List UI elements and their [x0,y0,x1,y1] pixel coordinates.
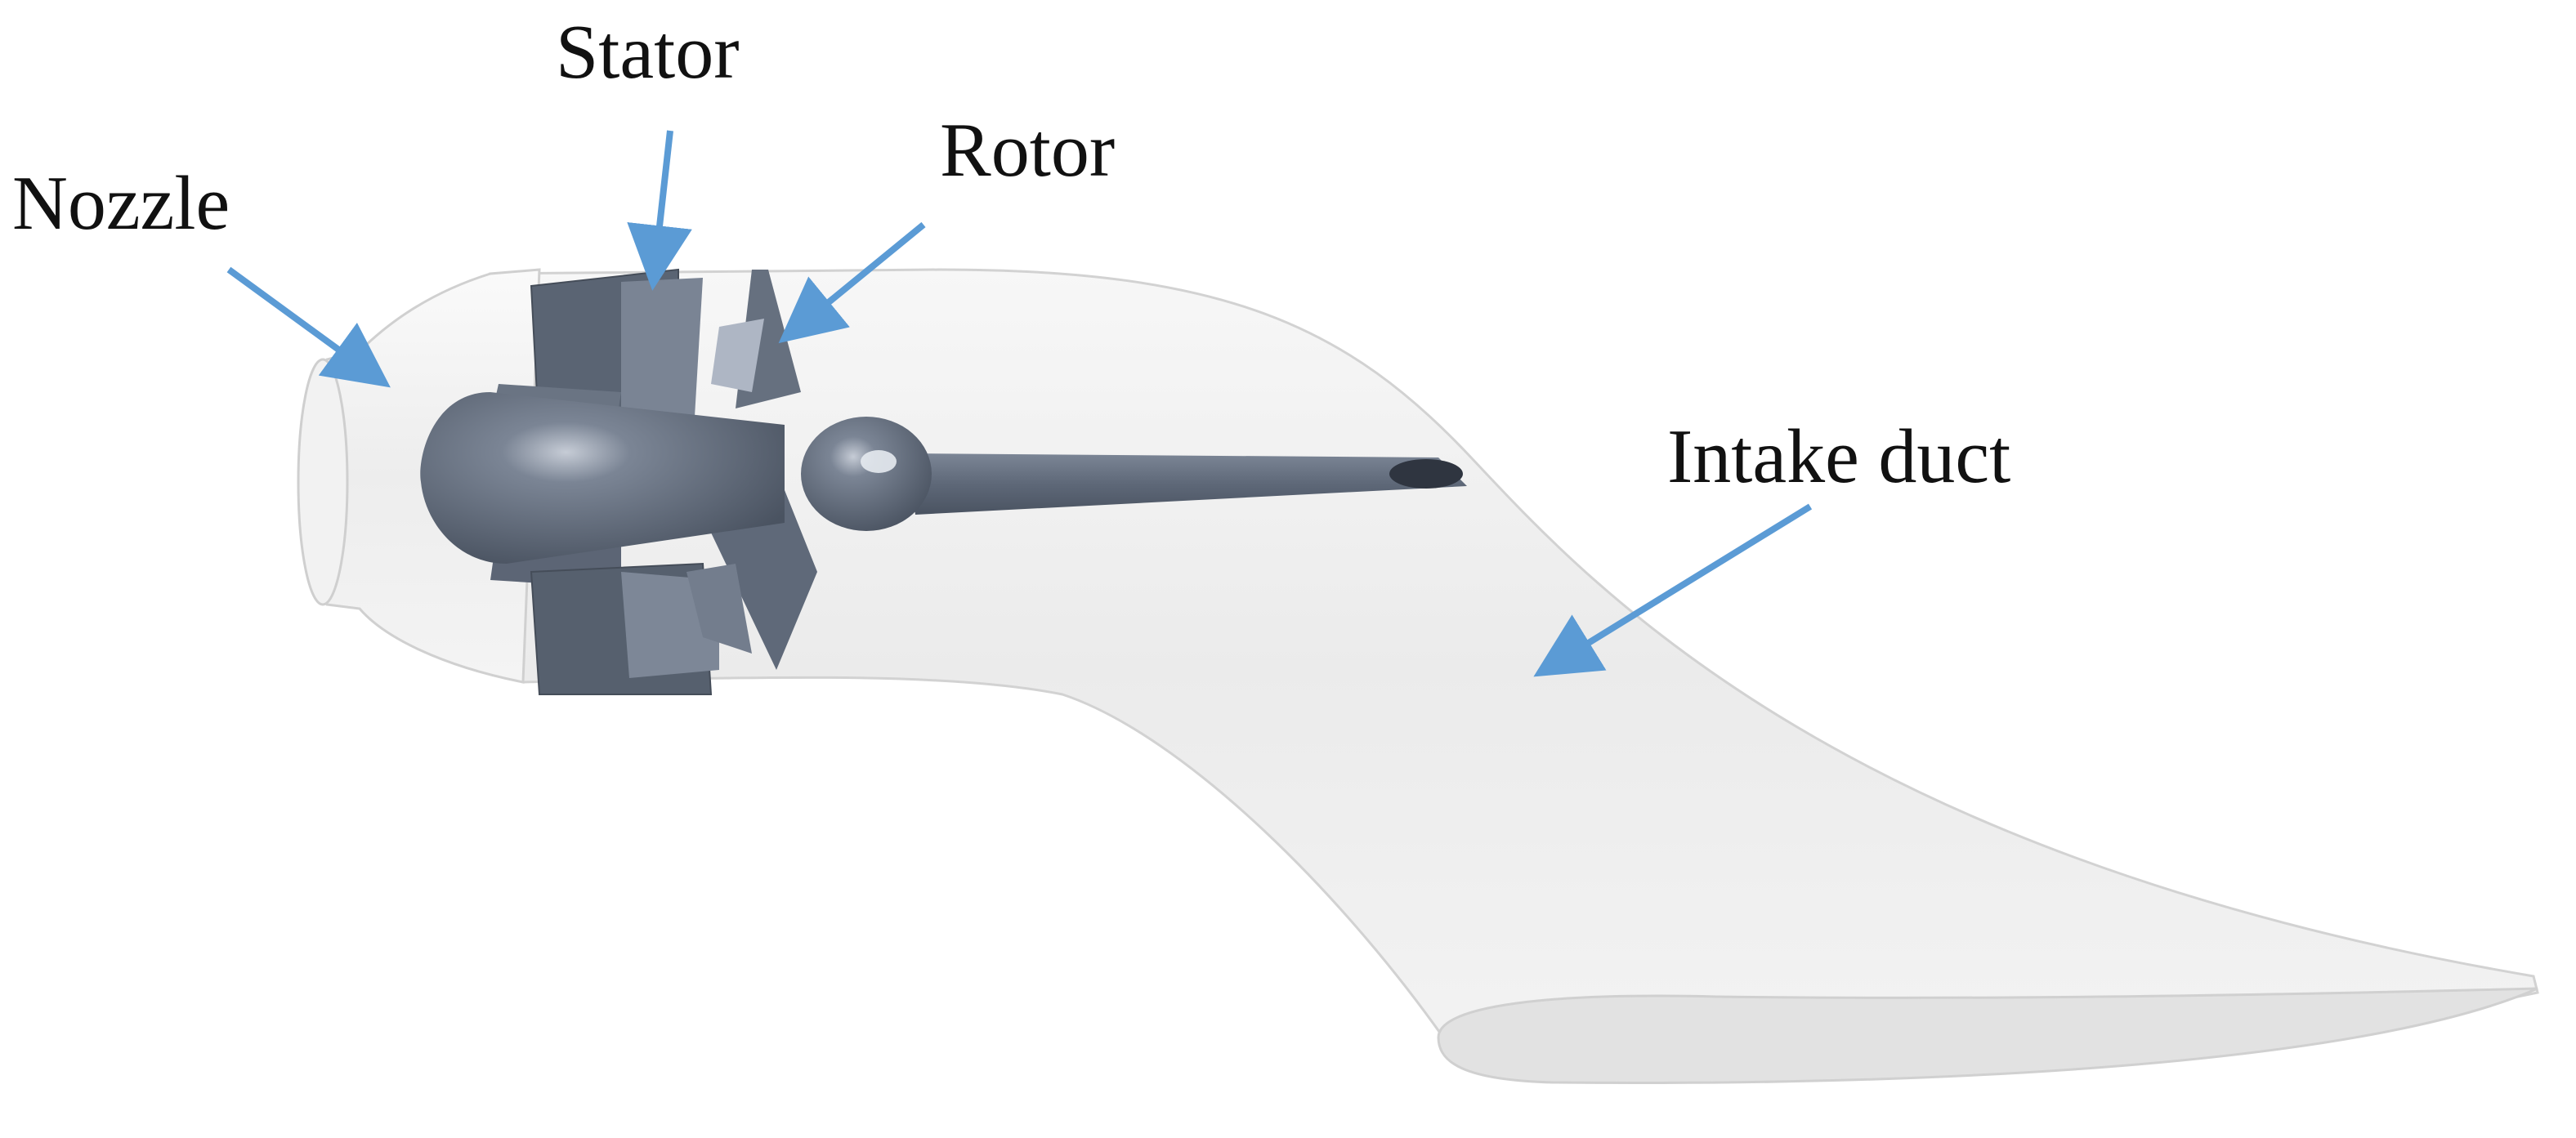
callout-arrows [226,130,1813,677]
stator-arrow [627,130,692,291]
stator-label: Stator [556,10,740,95]
intake-duct-label: Intake duct [1667,414,2010,499]
rotor-blade [695,490,817,670]
rotor-blade [711,319,764,392]
shaft [907,453,1467,515]
rotor [686,270,817,670]
nozzle-label: Nozzle [12,161,230,246]
hub-bulb [801,417,932,531]
shaft-body [907,453,1467,515]
rotor-arrow [778,221,926,344]
rotor-blade [686,564,752,654]
hub [420,392,932,564]
stator-blade [621,278,703,425]
intake-duct-arrow [1533,503,1813,677]
shaft-end [1389,459,1463,489]
nozzle-outlet [297,358,349,606]
hub-highlight [861,450,897,473]
hub-cone [420,392,785,564]
intake-lip [1437,987,2538,1085]
rotor-label: Rotor [940,108,1115,193]
nozzle-arrow [226,266,391,388]
